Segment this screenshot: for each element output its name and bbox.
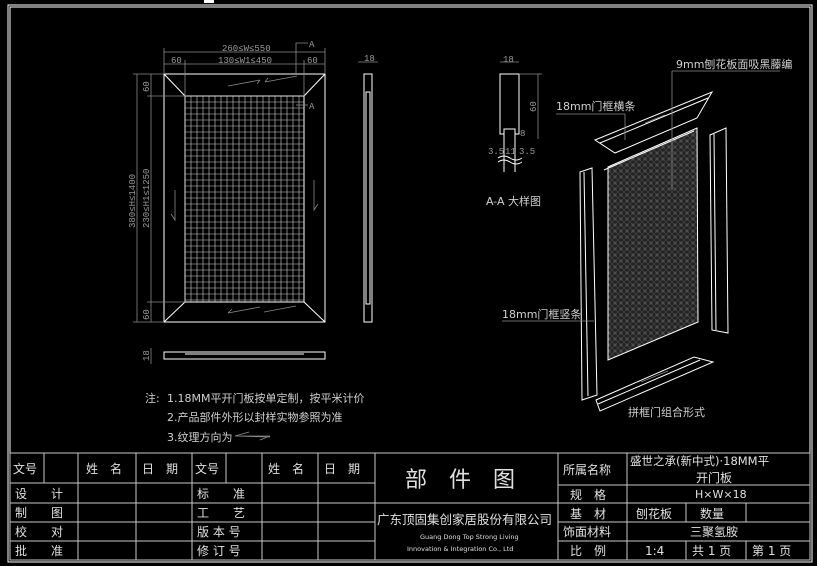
dim-bottom-thickness: 18 bbox=[142, 350, 152, 361]
label-panel: 9mm刨花板面吸黑藤编 bbox=[676, 57, 792, 71]
note-line-2: 2.产品部件外形以封样实物参照为准 bbox=[167, 410, 343, 424]
role-version: 版 本 号 bbox=[197, 525, 241, 539]
door-bottom-view bbox=[163, 351, 326, 360]
page-number: 第 1 页 bbox=[752, 544, 791, 558]
exploded-view: 9mm刨花板面吸黑藤编 18mm门框横条 18mm门框竖条 拼框门组合形式 bbox=[502, 57, 792, 419]
dim-section-b: 11 bbox=[505, 147, 516, 157]
section-title: A-A 大样图 bbox=[486, 194, 541, 208]
grain-direction-icon bbox=[234, 431, 271, 441]
door-outer-frame bbox=[163, 73, 326, 323]
base-value: 刨花板 bbox=[636, 506, 672, 521]
company-cn: 广东顶固集创家居股份有限公司 bbox=[377, 512, 552, 527]
header-name-1: 姓 名 bbox=[86, 461, 122, 476]
note-line-3: 3.纹理方向为 bbox=[167, 430, 233, 444]
company-en-1: Guang Dong Top Strong Living bbox=[420, 533, 519, 541]
dim-top-rail: 60 bbox=[142, 81, 152, 92]
finish-label: 饰面材料 bbox=[563, 525, 611, 539]
dim-inner-height: 230≤H1≤1250 bbox=[142, 169, 152, 228]
left-stile bbox=[579, 167, 598, 401]
sheet-border bbox=[7, 4, 813, 563]
dim-side-thickness: 18 bbox=[364, 54, 375, 64]
notes-prefix: 注: bbox=[145, 391, 160, 405]
top-rail bbox=[593, 90, 714, 154]
section-mark-top: A bbox=[309, 40, 315, 50]
dim-left-rail: 60 bbox=[171, 56, 182, 66]
qty-label: 数量 bbox=[700, 506, 724, 521]
header-doc-no-2: 文号 bbox=[195, 461, 219, 476]
total-pages: 共 1 页 bbox=[692, 544, 731, 558]
dim-bottom-rail: 60 bbox=[142, 309, 152, 320]
label-rail: 18mm门框横条 bbox=[556, 99, 635, 113]
grid-lines bbox=[184, 95, 304, 302]
header-date-1: 日 期 bbox=[142, 462, 178, 476]
role-approve: 批 准 bbox=[15, 543, 63, 558]
dim-section-width: 18 bbox=[503, 55, 514, 65]
belongs-value-2: 开门板 bbox=[696, 470, 732, 485]
header-name-2: 姓 名 bbox=[268, 461, 304, 476]
bottom-rail bbox=[595, 356, 715, 412]
grain-arrow-bottom bbox=[227, 305, 297, 314]
top-marker bbox=[204, 0, 214, 3]
dim-inner-width: 130≤W1≤450 bbox=[218, 56, 272, 66]
section-detail: 18 60 8 3.5 11 3.5 A-A 大样图 bbox=[486, 55, 542, 208]
role-process: 工 艺 bbox=[197, 506, 245, 520]
belongs-label: 所属名称 bbox=[563, 462, 611, 477]
note-line-1: 1.18MM平开门板按单定制，按平米计价 bbox=[167, 391, 364, 405]
title-block: 文号 姓 名 日 期 文号 姓 名 日 期 设 计 制 图 校 对 批 准 标 … bbox=[9, 452, 811, 561]
base-label: 基 材 bbox=[570, 507, 606, 521]
finish-value: 三聚氢胺 bbox=[690, 524, 738, 539]
dim-section-a: 3.5 bbox=[488, 147, 504, 157]
scale-value: 1:4 bbox=[645, 544, 664, 558]
dim-section-groove: 8 bbox=[520, 129, 525, 139]
spec-value: H×W×18 bbox=[695, 488, 747, 501]
scale-label: 比 例 bbox=[570, 544, 606, 558]
dim-section-height: 60 bbox=[529, 101, 539, 112]
grain-arrow-left bbox=[170, 190, 176, 222]
role-standard: 标 准 bbox=[197, 487, 245, 501]
drawing-type: 部 件 图 bbox=[405, 468, 515, 493]
right-stile bbox=[709, 127, 729, 334]
dim-total-width: 260≤W≤550 bbox=[222, 44, 271, 54]
rattan-panel bbox=[607, 127, 699, 361]
dim-right-rail: 60 bbox=[307, 56, 318, 66]
section-mark-bottom: A bbox=[309, 102, 315, 112]
exploded-title: 拼框门组合形式 bbox=[628, 405, 705, 419]
header-date-2: 日 期 bbox=[324, 462, 360, 476]
role-design: 设 计 bbox=[15, 487, 63, 501]
grain-arrow-top bbox=[227, 75, 298, 87]
dim-section-c: 3.5 bbox=[519, 147, 535, 157]
belongs-value-1: 盛世之承(新中式)·18MM平 bbox=[630, 454, 769, 468]
front-view: 260≤W≤550 130≤W1≤450 60 60 A A 380≤H≤140… bbox=[128, 40, 326, 364]
role-check: 校 对 bbox=[15, 524, 63, 539]
label-stile: 18mm门框竖条 bbox=[502, 307, 581, 321]
spec-label: 规 格 bbox=[570, 487, 606, 502]
notes: 注: 1.18MM平开门板按单定制，按平米计价 2.产品部件外形以封样实物参照为… bbox=[145, 391, 364, 444]
role-revision: 修 订 号 bbox=[197, 543, 241, 558]
grain-arrow-right bbox=[313, 180, 319, 212]
header-doc-no-1: 文号 bbox=[13, 461, 37, 476]
company-en-2: Innovation & Integration Co., Ltd bbox=[407, 545, 513, 553]
rattan-grid-pattern bbox=[184, 95, 304, 302]
side-view: 18 bbox=[358, 54, 378, 323]
dim-total-height: 380≤H≤1400 bbox=[128, 174, 138, 228]
role-drafting: 制 图 bbox=[15, 506, 63, 520]
